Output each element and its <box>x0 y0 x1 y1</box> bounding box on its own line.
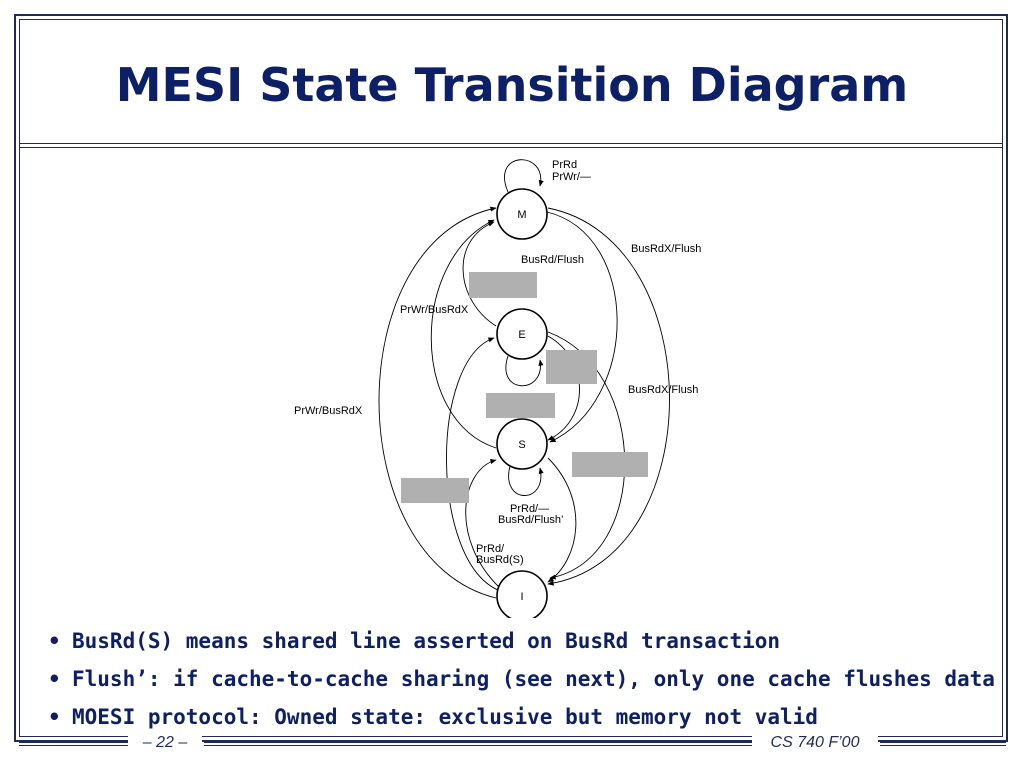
label-s-self-busrd: BusRd/Flush’ <box>498 514 563 526</box>
label-prwr-busrdx-inner: PrWr/BusRdX <box>400 304 469 316</box>
edge-e-to-m-prwr <box>462 221 497 327</box>
slide-frame-outer <box>14 14 1008 742</box>
footer-rule-left <box>19 742 131 746</box>
bullet-list: •BusRd(S) means shared line asserted on … <box>48 626 1008 740</box>
edge-m-to-s-busrd <box>546 211 618 443</box>
slide-frame-inner <box>19 19 1003 737</box>
edge-i-to-m-prwr <box>378 206 497 599</box>
state-e-label: E <box>518 329 525 341</box>
edge-s-to-m-prwr <box>430 219 497 449</box>
mesi-diagram: M E S I PrRd PrWr/— BusRd/Flush BusRdX/F… <box>294 159 701 618</box>
edge-e-self <box>505 355 544 387</box>
redaction-box <box>401 478 469 503</box>
label-busrdx-flush-m: BusRdX/Flush <box>631 243 701 255</box>
state-m-label: M <box>517 209 526 221</box>
state-m: M <box>496 188 548 240</box>
bullet-text: MOESI protocol: Owned state: exclusive b… <box>72 705 818 729</box>
redaction-box <box>486 393 555 418</box>
redaction-box <box>546 350 597 384</box>
redaction-box <box>572 452 648 477</box>
state-i: I <box>496 570 548 618</box>
label-i-prrd: PrRd/ <box>476 543 505 555</box>
page-number: – 22 – <box>128 734 202 752</box>
bullet-item: •Flush’: if cache-to-cache sharing (see … <box>48 667 995 691</box>
label-busrdx-flush-e: BusRdX/Flush <box>628 384 698 396</box>
redaction-box <box>469 272 537 298</box>
bullet-item: •MOESI protocol: Owned state: exclusive … <box>48 705 818 729</box>
edge-i-to-e <box>446 337 499 591</box>
bullet-text: Flush’: if cache-to-cache sharing (see n… <box>72 667 995 691</box>
footer-rule-middle <box>204 742 752 746</box>
edge-m-self <box>504 159 544 193</box>
state-s: S <box>496 418 548 470</box>
state-i-label: I <box>520 591 523 603</box>
label-i-busrds: BusRd(S) <box>476 554 524 566</box>
state-s-label: S <box>518 439 525 451</box>
title-divider <box>19 143 1003 144</box>
course-label: CS 740 F’00 <box>752 734 878 752</box>
label-busrd-flush: BusRd/Flush <box>521 254 584 266</box>
state-e: E <box>496 308 548 360</box>
label-s-self-prrd: PrRd/— <box>510 503 549 515</box>
label-prwr-busrdx-outer: PrWr/BusRdX <box>294 405 363 417</box>
footer-rule-right <box>880 742 1006 746</box>
edge-i-to-s <box>465 459 501 589</box>
label-m-self-prrd: PrRd <box>552 159 577 171</box>
bullet-item: •BusRd(S) means shared line asserted on … <box>48 629 781 653</box>
edge-s-to-i <box>547 457 577 583</box>
label-m-self-prwr: PrWr/— <box>552 171 591 183</box>
title-divider-double <box>19 147 1003 148</box>
bullet-text: BusRd(S) means shared line asserted on B… <box>72 629 781 653</box>
edge-e-to-s <box>547 335 580 441</box>
edge-s-self <box>508 465 544 496</box>
slide-title: MESI State Transition Diagram <box>115 58 909 112</box>
